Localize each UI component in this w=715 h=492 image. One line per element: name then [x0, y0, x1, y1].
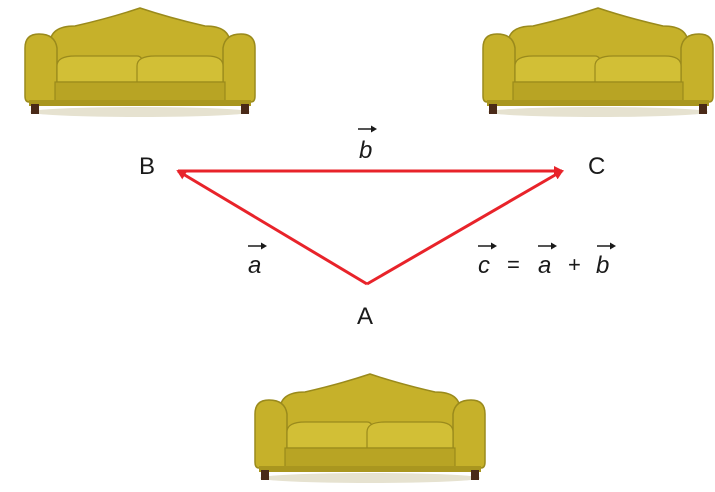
vector-a-label: a	[248, 252, 261, 279]
sofa-top-right-image	[482, 7, 714, 117]
point-a-label: A	[357, 303, 373, 330]
sofa-top-left-image	[24, 7, 256, 117]
vector-b-label: b	[359, 137, 372, 164]
sofa-drawing	[254, 373, 486, 483]
equation-equals: =	[507, 252, 520, 277]
equation-c: c	[478, 252, 490, 279]
equation-b: b	[596, 252, 609, 279]
vector-a-overarrow	[248, 242, 267, 250]
vector-c-arrow	[366, 169, 564, 286]
point-b-label: B	[139, 153, 155, 180]
equation-a: a	[538, 252, 551, 279]
equation-c-overarrow	[478, 242, 497, 250]
sofa-bottom-image	[254, 373, 486, 483]
sofa-drawing	[482, 7, 714, 117]
equation-plus: +	[568, 252, 581, 277]
sofa-drawing	[24, 7, 256, 117]
equation-b-overarrow	[597, 242, 616, 250]
vector-b-overarrow	[358, 125, 377, 133]
point-c-label: C	[588, 153, 605, 180]
equation-a-overarrow	[538, 242, 557, 250]
vector-a-arrow	[176, 169, 368, 286]
